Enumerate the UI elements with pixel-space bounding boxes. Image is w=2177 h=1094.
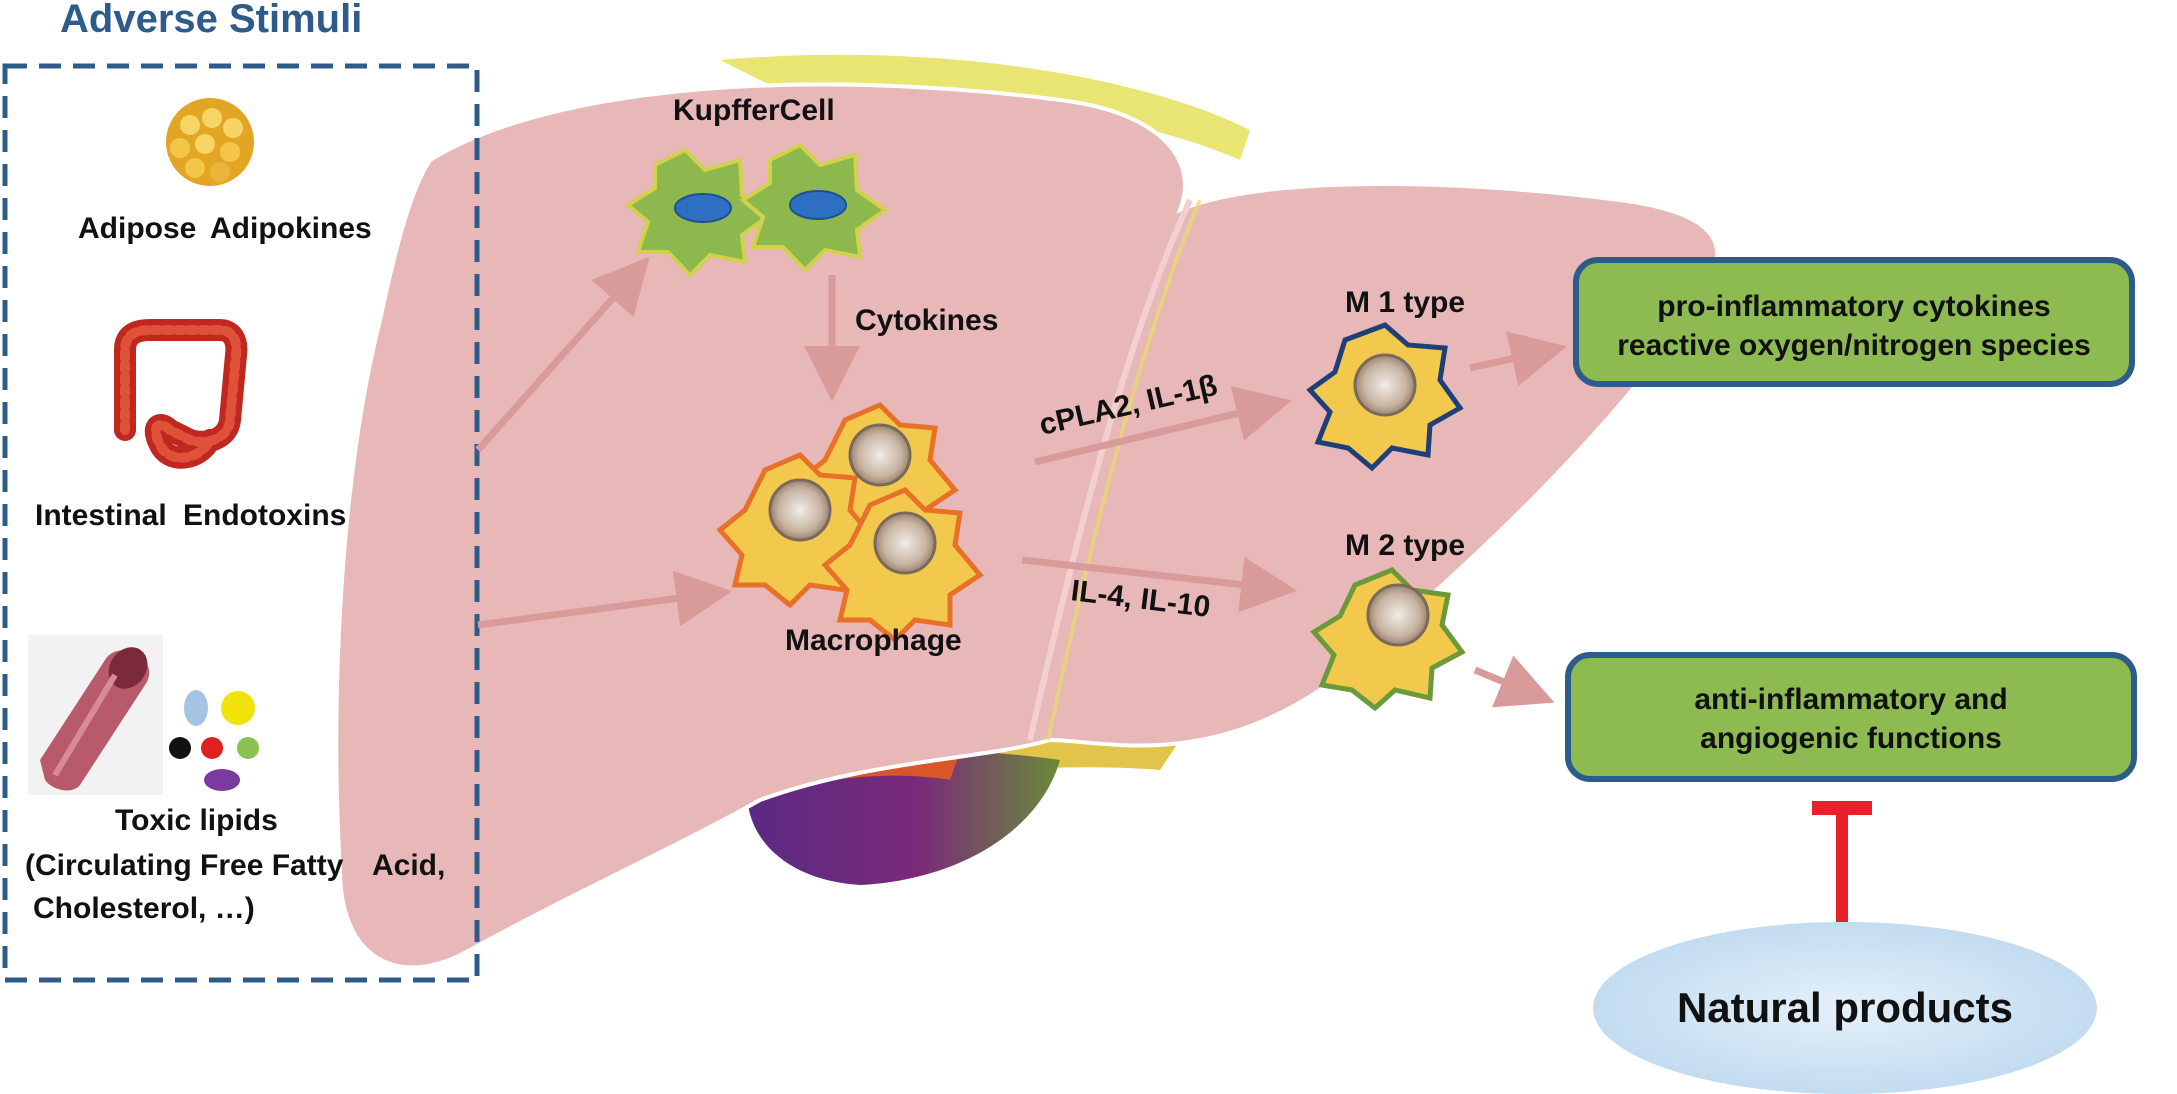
arrow-stimuli-to-kupffer [475,256,650,453]
intestinal-label: Intestinal [35,499,167,532]
toxic-lipids-detail-2: Cholesterol, …) [33,892,255,925]
natural-products-label: Natural products [1677,984,2013,1031]
toxic-lipids-detail-1a: (Circulating Free Fatty [25,849,344,882]
inhibition-symbol [1812,801,1872,922]
adipose-icon [166,98,254,186]
cytokines-label: Cytokines [855,304,998,337]
macrophage-nuclei [768,423,937,575]
endotoxins-label: Endotoxins [183,499,346,532]
arrow-stimuli-to-macrophage [477,570,732,629]
kupffer-cell-icon [624,142,889,278]
arrow-macrophage-to-m1 [1034,386,1292,466]
arrows [475,256,1567,708]
m2-type-label: M 2 type [1345,529,1465,562]
adverse-stimuli-title: Adverse Stimuli [60,0,362,41]
liver-illustration [334,54,1720,970]
adipose-label: Adipose [78,212,196,245]
pro-inflammatory-line1: pro-inflammatory cytokines [1657,290,2050,323]
natural-products-cloud [1593,922,2097,1094]
m2-macrophage-icon [1310,567,1466,712]
toxic-lipids-detail-1b: Acid, [372,849,445,882]
pro-inflammatory-line2: reactive oxygen/nitrogen species [1617,329,2091,362]
arrow-m2-to-antiinflammatory [1473,655,1555,708]
adverse-stimuli-box [2,63,480,983]
toxic-lipids-label: Toxic lipids [115,804,278,837]
anti-inflammatory-line1: anti-inflammatory and [1694,683,2007,716]
pro-inflammatory-box [1573,257,2135,387]
lipid-molecules-icon [169,690,259,791]
anti-inflammatory-box [1565,652,2137,782]
adipokines-label: Adipokines [210,212,372,245]
blood-vessel-icon [28,635,163,795]
anti-inflammatory-line2: angiogenic functions [1700,722,2002,755]
m1-type-label: M 1 type [1345,286,1465,319]
m1-macrophage-icon [1306,322,1464,472]
kupffer-cell-label: KupfferCell [673,94,835,127]
macrophage-label: Macrophage [785,624,962,657]
arrow-macrophage-to-m2 [1021,556,1297,613]
intestine-icon [114,319,248,469]
arrow-m1-to-proinflammatory [1469,331,1567,386]
